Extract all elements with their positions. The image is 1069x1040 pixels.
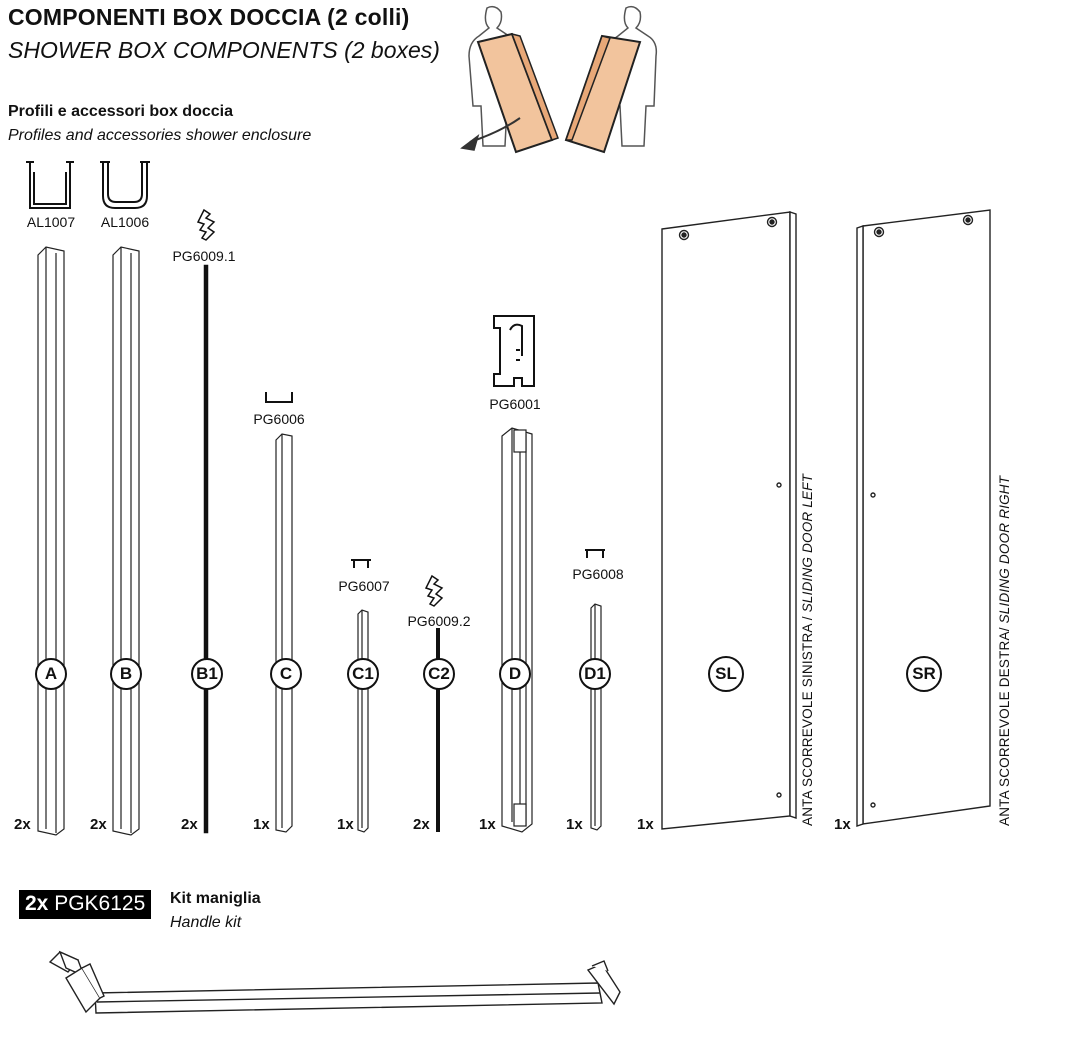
profile-section-pg6007 [351,559,371,568]
door-label-sl-en: SLIDING DOOR LEFT [800,473,815,613]
door-label-sl-it: ANTA SCORREVOLE SINISTRA / [800,612,815,826]
qty-d1: 1x [566,816,583,833]
component-letter-b: B [110,658,142,690]
component-letter-c2: C2 [423,658,455,690]
page-subtitle: SHOWER BOX COMPONENTS (2 boxes) [8,37,440,63]
profile-bar-b1 [203,264,209,834]
profile-bar-c2 [436,628,440,832]
qty-c2: 2x [413,816,430,833]
component-letter-a: A [35,658,67,690]
profile-section-al1007 [26,161,74,209]
code-label-d: PG6001 [489,396,541,412]
door-letter-sl: SL [708,656,744,692]
code-label-b: AL1006 [100,214,150,230]
profile-bar-d [501,427,533,833]
kit-qty: 2x [25,892,49,915]
qty-a: 2x [14,816,31,833]
person-carrying-panel-right-illustration [564,5,658,154]
handle-kit-illustration [48,950,621,1014]
profile-section-al1006 [100,161,150,209]
profile-section-pg6001 [493,315,535,387]
door-label-sl: ANTA SCORREVOLE SINISTRA / SLIDING DOOR … [800,474,815,826]
kit-label: Kit maniglia [170,890,261,907]
profile-section-pg6009-2 [424,574,444,607]
door-letter-sr: SR [906,656,942,692]
person-carrying-panel-left-illustration [460,5,559,154]
qty-d: 1x [479,816,496,833]
section-title: Profili e accessori box doccia [8,103,233,120]
glass-door-sl [661,211,797,830]
component-letter-d1: D1 [579,658,611,690]
profile-bar-c [275,433,293,833]
code-label-c1: PG6007 [338,578,390,594]
profile-bar-a [37,246,65,836]
qty-b1: 2x [181,816,198,833]
glass-door-sr [856,209,991,827]
kit-sublabel: Handle kit [170,914,242,931]
component-letter-c: C [270,658,302,690]
component-letter-b1: B1 [191,658,223,690]
qty-c: 1x [253,816,270,833]
qty-sr: 1x [834,816,851,833]
kit-code: PGK6125 [54,892,146,915]
profile-bar-b [112,246,140,836]
component-letter-d: D [499,658,531,690]
profile-section-pg6006 [265,392,293,403]
profile-bar-d1 [590,603,602,831]
component-letter-c1: C1 [347,658,379,690]
code-label-a: AL1007 [26,214,76,230]
profile-section-pg6008 [585,549,605,558]
code-label-b1: PG6009.1 [172,248,236,264]
code-label-d1: PG6008 [572,566,624,582]
page-title: COMPONENTI BOX DOCCIA (2 colli) [8,4,410,30]
qty-b: 2x [90,816,107,833]
code-label-c: PG6006 [253,411,305,427]
profile-bar-c1 [357,609,369,833]
door-label-sr-it: ANTA SCORREVOLE DESTRA/ [997,623,1012,826]
section-subtitle: Profiles and accessories shower enclosur… [8,127,312,144]
qty-sl: 1x [637,816,654,833]
profile-section-pg6009-1 [196,208,216,241]
kit-badge: 2x PGK6125 [19,890,152,919]
door-label-sr: ANTA SCORREVOLE DESTRA/ SLIDING DOOR RIG… [997,476,1012,826]
code-label-c2: PG6009.2 [407,613,471,629]
qty-c1: 1x [337,816,354,833]
door-label-sr-en: SLIDING DOOR RIGHT [997,475,1012,624]
